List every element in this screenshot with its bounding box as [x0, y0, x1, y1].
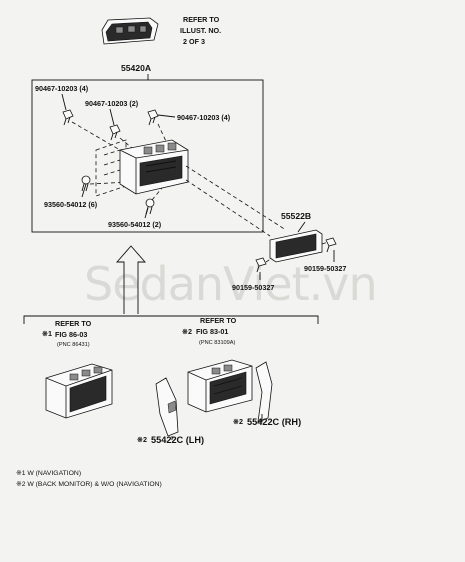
- top-reference-part: [101, 17, 159, 45]
- display-label: 55522B: [281, 211, 311, 221]
- right-reference-line-2: FIG 83-01: [196, 327, 228, 336]
- left-reference-line-2: FIG 86-03: [55, 330, 87, 339]
- bolt-label-b: 90467-10203 (2): [85, 99, 139, 108]
- left-reference-line-1: REFER TO: [55, 319, 92, 328]
- variant-bracket: [23, 315, 319, 324]
- leader-bolt-a: [61, 93, 67, 111]
- display-alignment-line: [185, 165, 287, 231]
- display-unit: [269, 229, 323, 263]
- clip-alignment-line: [265, 257, 273, 263]
- top-reference-line-2: ILLUST. NO.: [180, 26, 221, 35]
- right-reference-line-3: (PNC 83109A): [199, 340, 236, 346]
- clip-label-l: 90159-50327: [232, 283, 274, 292]
- cover-lh-mark: ※2: [137, 435, 147, 444]
- navigation-panel-variant: [45, 363, 113, 419]
- cover-lh-label: 55422C (LH): [151, 435, 204, 445]
- upward-arrow: [116, 245, 146, 314]
- screw-icon: [145, 198, 155, 215]
- display-leader: [297, 221, 306, 233]
- bolt-label-a: 90467-10203 (4): [35, 84, 89, 93]
- left-reference-line-3: (PNC 86431): [57, 342, 90, 348]
- top-reference-line-3: 2 OF 3: [183, 37, 205, 46]
- leader-bolt-c: [157, 114, 176, 118]
- footnote-2: ※2 W (BACK MONITOR) & W/O (NAVIGATION): [16, 481, 162, 488]
- mounting-frame-ribs: [103, 149, 121, 176]
- main-assembly-label: 55420A: [121, 63, 151, 73]
- screw-label-b: 93560-54012 (2): [108, 220, 162, 229]
- screw-icon: [81, 175, 91, 192]
- side-cover-rh: [255, 361, 273, 423]
- watermark: SedanViet.vn: [84, 257, 377, 311]
- left-reference-mark: ※1: [42, 329, 52, 338]
- center-panel: [119, 139, 189, 195]
- alignment-line: [71, 121, 121, 151]
- cover-rh-mark: ※2: [233, 417, 243, 426]
- alignment-line: [151, 187, 163, 201]
- leader-bolt-b: [109, 108, 115, 126]
- bolt-icon: [62, 109, 74, 126]
- screw-label-a: 93560-54012 (6): [44, 200, 98, 209]
- back-monitor-panel-variant: [187, 359, 253, 413]
- footnote-1: ※1 W (NAVIGATION): [16, 470, 81, 477]
- right-reference-line-1: REFER TO: [200, 316, 237, 325]
- bolt-icon: [147, 109, 159, 126]
- right-reference-mark: ※2: [182, 327, 192, 336]
- side-cover-lh: [155, 377, 179, 437]
- clip-label-r: 90159-50327: [304, 264, 346, 273]
- clip-icon: [255, 257, 267, 273]
- leader-screw-a: [81, 183, 87, 198]
- bolt-icon: [109, 124, 121, 141]
- bolt-label-c: 90467-10203 (4): [177, 113, 231, 122]
- assembly-group-box: [31, 79, 264, 233]
- clip-alignment-line: [321, 241, 329, 245]
- clip-icon: [325, 237, 337, 253]
- alignment-line: [119, 137, 133, 149]
- display-alignment-line: [185, 179, 271, 237]
- cover-rh-label: 55422C (RH): [247, 417, 301, 427]
- top-reference-line-1: REFER TO: [183, 15, 220, 24]
